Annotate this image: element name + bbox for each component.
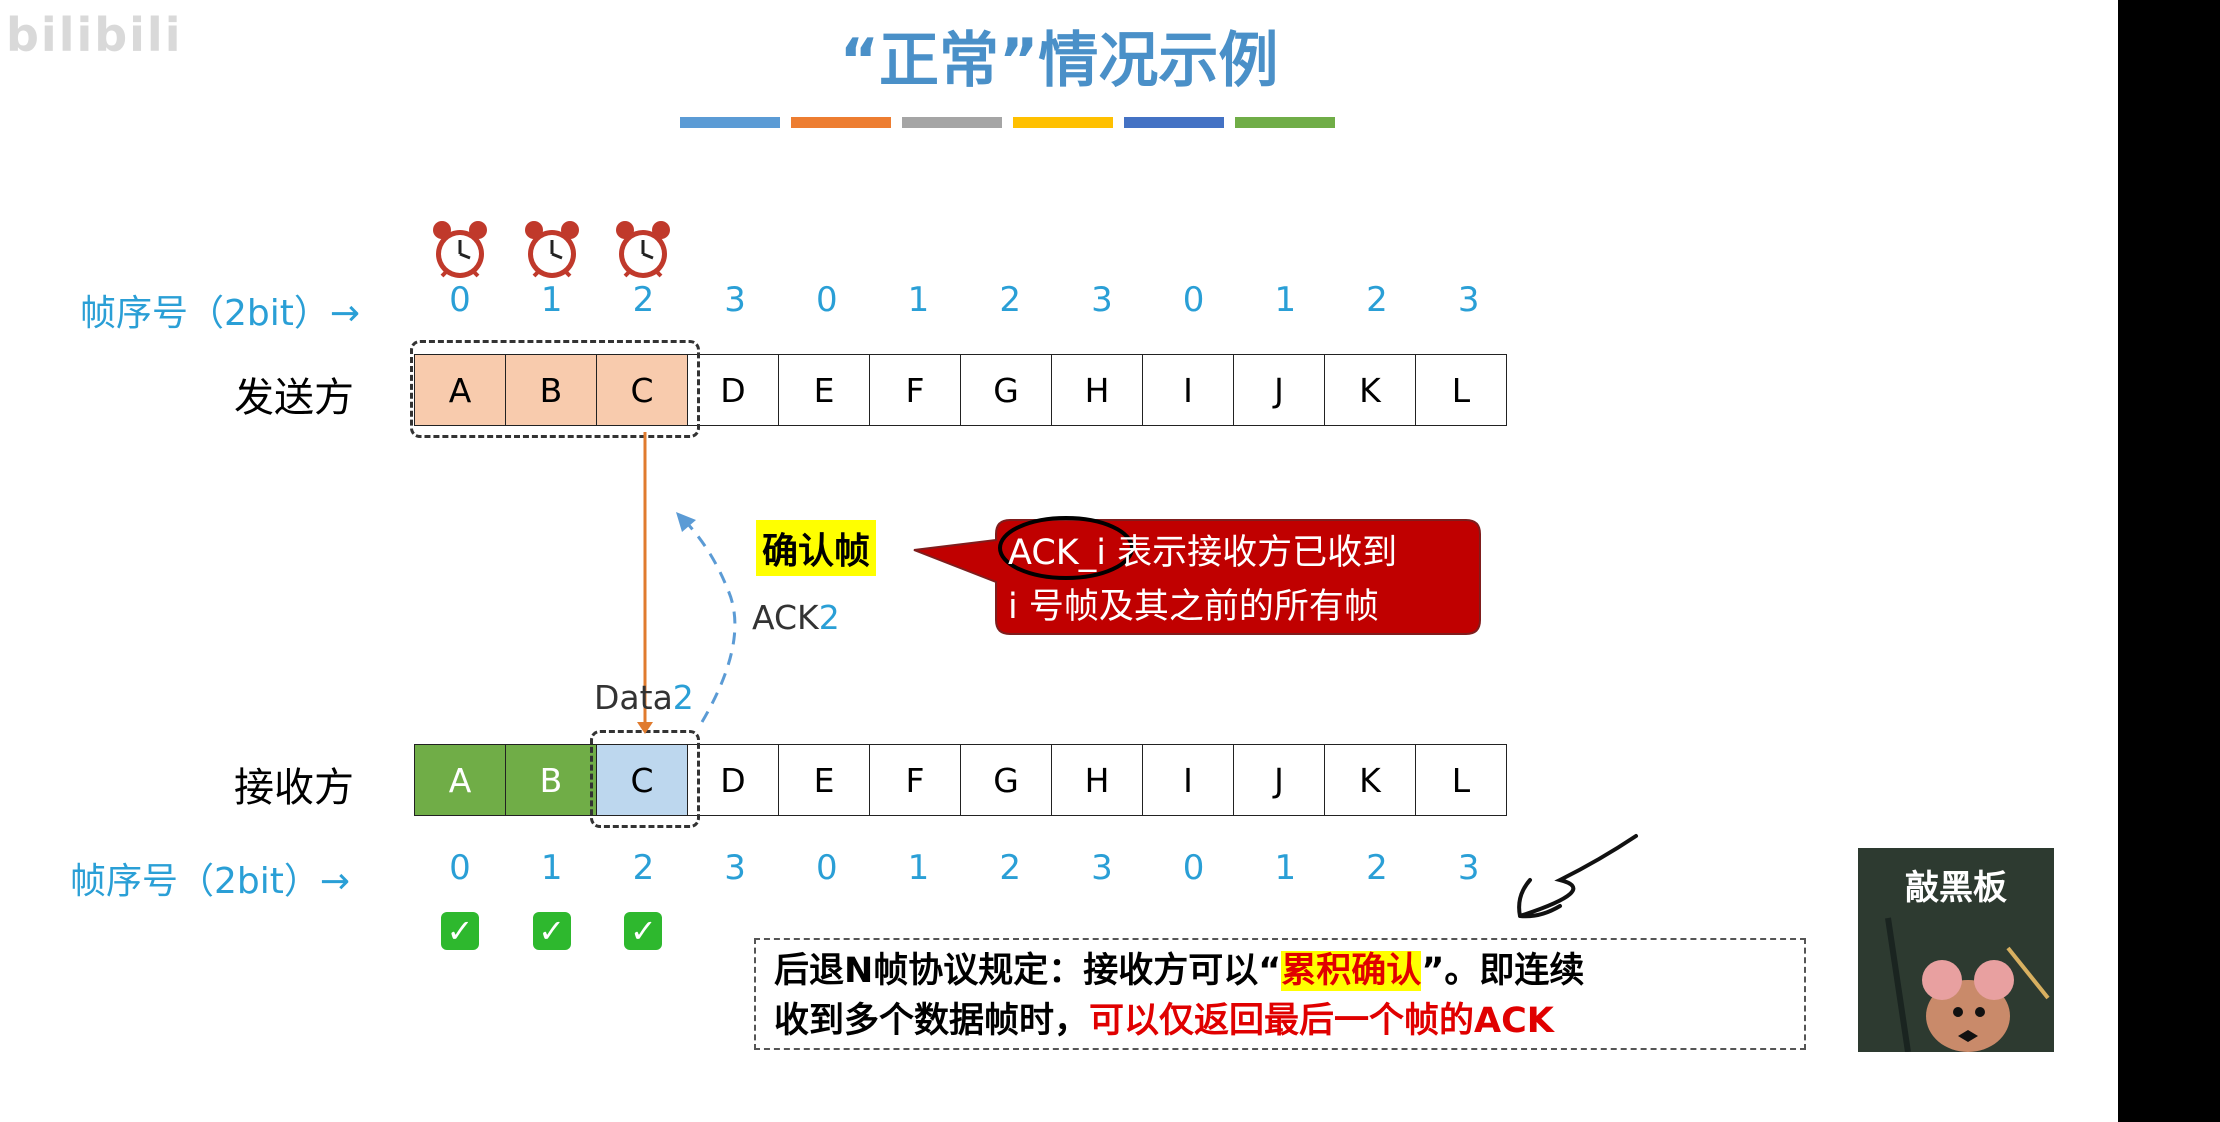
frame-cell: E <box>778 354 870 426</box>
title-color-bar <box>791 117 891 128</box>
title-color-bar <box>1235 117 1335 128</box>
title-color-bar <box>902 117 1002 128</box>
note-highlight: 累积确认 <box>1281 951 1422 991</box>
sender-window <box>410 340 700 438</box>
note-red-text: 可以仅返回最后一个帧的ACK <box>1089 1001 1554 1041</box>
slide-title: “正常”情况示例 <box>839 26 1279 96</box>
frame-cell: A <box>414 354 506 426</box>
seq-number: 1 <box>1274 280 1297 320</box>
frame-cell: D <box>687 354 779 426</box>
frame-cell: J <box>1233 744 1325 816</box>
ack-label: ACK2 <box>752 598 840 637</box>
callout-line-1: ACK_i 表示接收方已收到 <box>1008 533 1398 573</box>
alarm-clock-icon <box>428 218 492 282</box>
frame-cell: L <box>1415 354 1507 426</box>
note-line-1: 后退N帧协议规定：接收方可以“累积确认”。即连续 <box>774 951 1585 991</box>
callout-bubble <box>913 519 1481 635</box>
callout-line-2: i 号帧及其之前的所有帧 <box>1008 587 1379 627</box>
data-arrow-head <box>637 722 653 734</box>
receiver-seq-label: 帧序号（2bit）→ <box>70 861 351 902</box>
seq-number: 1 <box>907 280 930 320</box>
frame-cell: H <box>1051 354 1143 426</box>
seq-number: 2 <box>632 848 655 888</box>
alarm-clock-icon <box>520 218 584 282</box>
seq-number: 3 <box>1091 280 1113 320</box>
frame-cell: J <box>1233 354 1325 426</box>
seq-number: 1 <box>540 848 563 888</box>
seq-number: 3 <box>724 280 746 320</box>
frame-cell: K <box>1324 744 1416 816</box>
right-black-bar <box>2118 0 2220 1122</box>
ack-circle-annotation <box>998 516 1134 580</box>
seq-number: 2 <box>999 280 1021 320</box>
seq-number: 0 <box>1182 848 1205 888</box>
check-mark-icon: ✓ <box>624 912 663 950</box>
frame-cell: K <box>1324 354 1416 426</box>
sender-label: 发送方 <box>234 375 354 421</box>
frame-cell: C <box>596 744 688 816</box>
title-color-bar <box>1124 117 1224 128</box>
receiver-label: 接收方 <box>234 765 354 811</box>
data-label: Data2 <box>594 678 694 717</box>
seq-number: 2 <box>1366 280 1388 320</box>
seq-number: 0 <box>449 280 471 320</box>
callout-text: ACK_i 表示接收方已收到 i 号帧及其之前的所有帧 <box>1008 526 1474 634</box>
frame-cell: B <box>505 744 597 816</box>
seq-number: 1 <box>907 848 930 888</box>
seq-number: 3 <box>1457 280 1480 320</box>
frame-cell: H <box>1051 744 1143 816</box>
seq-number: 2 <box>1366 848 1388 888</box>
title-color-bar <box>1013 117 1113 128</box>
seq-number: 0 <box>1182 280 1205 320</box>
seq-number: 3 <box>1457 848 1480 888</box>
seq-number: 2 <box>999 848 1021 888</box>
frame-cell: D <box>687 744 779 816</box>
seq-number: 3 <box>724 848 746 888</box>
frame-cell: F <box>869 744 961 816</box>
sender-seq-label: 帧序号（2bit）→ <box>80 293 361 334</box>
note-line-2: 收到多个数据帧时，可以仅返回最后一个帧的ACK <box>774 1001 1554 1041</box>
frame-cell: F <box>869 354 961 426</box>
frame-cell: I <box>1142 744 1234 816</box>
ack-frame-label: 确认帧 <box>756 520 877 576</box>
mouse-icon <box>1885 917 2050 1052</box>
alarm-clock-icon <box>611 218 675 282</box>
seq-number: 0 <box>815 848 838 888</box>
seq-number: 2 <box>632 280 655 320</box>
check-mark-icon: ✓ <box>532 912 571 950</box>
title-color-bar <box>680 117 780 128</box>
watermark: bilibili <box>6 8 183 62</box>
frame-cell: A <box>414 744 506 816</box>
seq-number: 1 <box>540 280 563 320</box>
ack-arrow-head <box>676 512 696 532</box>
ack-arrow <box>684 520 737 723</box>
sticker-text: 敲黑板 <box>1905 868 2007 908</box>
protocol-note: 后退N帧协议规定：接收方可以“累积确认”。即连续 收到多个数据帧时，可以仅返回最… <box>754 938 1806 1050</box>
check-mark-icon: ✓ <box>441 912 479 950</box>
frame-cell: B <box>505 354 597 426</box>
seq-number: 1 <box>1274 848 1297 888</box>
frame-cell: L <box>1415 744 1507 816</box>
frame-cell: G <box>960 354 1052 426</box>
seq-number: 3 <box>1091 848 1113 888</box>
frame-cell: I <box>1142 354 1234 426</box>
handwritten-arrow <box>1517 834 1638 919</box>
frame-cell: C <box>596 354 688 426</box>
seq-number: 0 <box>449 848 471 888</box>
seq-number: 0 <box>815 280 838 320</box>
knock-blackboard-sticker: 敲黑板 <box>1858 848 2054 1052</box>
